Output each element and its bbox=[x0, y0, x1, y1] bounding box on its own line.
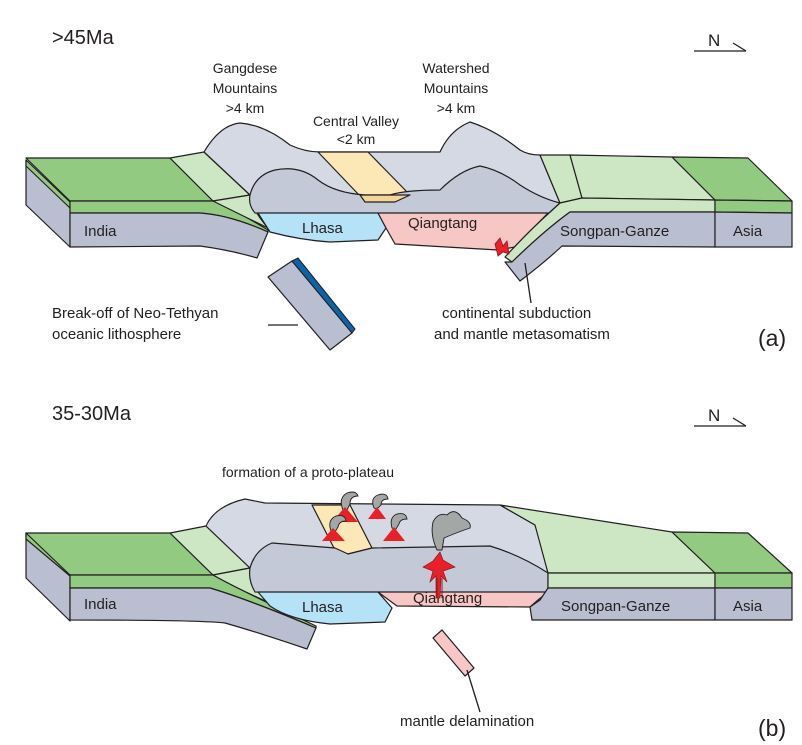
annotation-delamination: mantle delamination bbox=[400, 713, 534, 730]
panel-b-age-label: 35-30Ma bbox=[52, 403, 132, 425]
delaminated-mantle-block bbox=[432, 629, 475, 677]
lhasa-block-a bbox=[257, 212, 387, 243]
neo-tethyan-slab bbox=[267, 257, 356, 351]
svg-text:>4 km: >4 km bbox=[226, 100, 265, 116]
volcano-icon bbox=[383, 513, 408, 541]
panel-b: 35-30Ma N formation of a proto-plateau I… bbox=[25, 403, 793, 741]
svg-text:Gangdese: Gangdese bbox=[213, 60, 278, 76]
north-arrow-icon: N bbox=[694, 406, 747, 427]
lhasa-block-b bbox=[257, 591, 393, 625]
block-label-songpan-ganze-b: Songpan-Ganze bbox=[561, 598, 670, 615]
north-label-a: N bbox=[708, 31, 720, 50]
metasomatism-melt-icon bbox=[494, 237, 510, 257]
north-label-b: N bbox=[708, 406, 720, 425]
volcano-icon bbox=[368, 493, 389, 519]
block-label-qiangtang-b: Qiangtang bbox=[413, 590, 482, 607]
block-label-lhasa-b: Lhasa bbox=[302, 599, 344, 616]
panel-label-b: (b) bbox=[758, 715, 786, 741]
leader-line-subduction bbox=[524, 262, 532, 304]
annotation-breakoff-line1: Break-off of Neo-Tethyan bbox=[52, 305, 218, 322]
block-label-lhasa-a: Lhasa bbox=[302, 220, 344, 237]
panel-a: >45Ma N India Lhasa Qiangtang bbox=[25, 27, 793, 351]
india-block-b: India bbox=[25, 525, 317, 650]
annotation-subduction-line1: continental subduction bbox=[442, 305, 591, 322]
magma-plume-icon bbox=[422, 511, 471, 599]
panel-a-age-label: >45Ma bbox=[52, 27, 115, 49]
songpan-asia-block-a: Songpan-Ganze Asia bbox=[504, 154, 793, 282]
plateau-b bbox=[205, 498, 549, 594]
block-label-india-a: India bbox=[84, 223, 117, 240]
block-label-india-b: India bbox=[84, 596, 117, 613]
svg-text:Watershed: Watershed bbox=[422, 60, 489, 76]
block-label-asia-b: Asia bbox=[733, 598, 763, 615]
svg-text:Mountains: Mountains bbox=[213, 80, 278, 96]
svg-text:Central Valley: Central Valley bbox=[313, 113, 399, 129]
block-label-asia-a: Asia bbox=[733, 223, 763, 240]
svg-text:>4 km: >4 km bbox=[437, 100, 476, 116]
block-label-songpan-ganze-a: Songpan-Ganze bbox=[560, 223, 669, 240]
panel-label-a: (a) bbox=[758, 325, 786, 351]
label-gangdese-mountains: Gangdese Mountains >4 km bbox=[213, 60, 278, 116]
volcano-icon bbox=[322, 515, 347, 541]
north-arrow-icon: N bbox=[694, 31, 747, 52]
label-watershed-mountains: Watershed Mountains >4 km bbox=[422, 60, 489, 116]
leader-line-delamination bbox=[466, 669, 481, 713]
label-central-valley: Central Valley <2 km bbox=[313, 113, 399, 147]
annotation-proto-plateau: formation of a proto-plateau bbox=[222, 464, 394, 480]
plateau-a bbox=[203, 121, 561, 215]
block-label-qiangtang-a: Qiangtang bbox=[408, 215, 477, 232]
annotation-subduction-line2: and mantle metasomatism bbox=[434, 326, 610, 343]
svg-text:Mountains: Mountains bbox=[424, 80, 489, 96]
svg-text:<2 km: <2 km bbox=[337, 131, 376, 147]
songpan-asia-block-b: Songpan-Ganze Asia bbox=[499, 504, 793, 621]
annotation-breakoff-line2: oceanic lithosphere bbox=[52, 326, 181, 343]
